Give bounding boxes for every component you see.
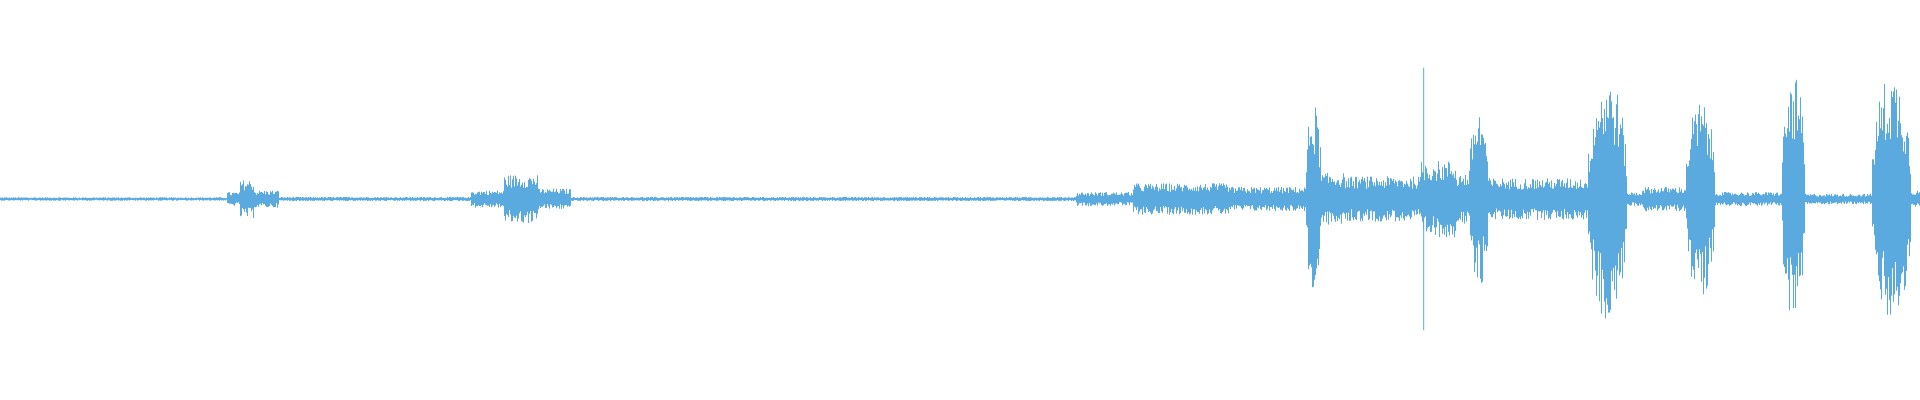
waveform-envelope (0, 79, 1920, 319)
waveform-samples (0, 67, 1920, 331)
